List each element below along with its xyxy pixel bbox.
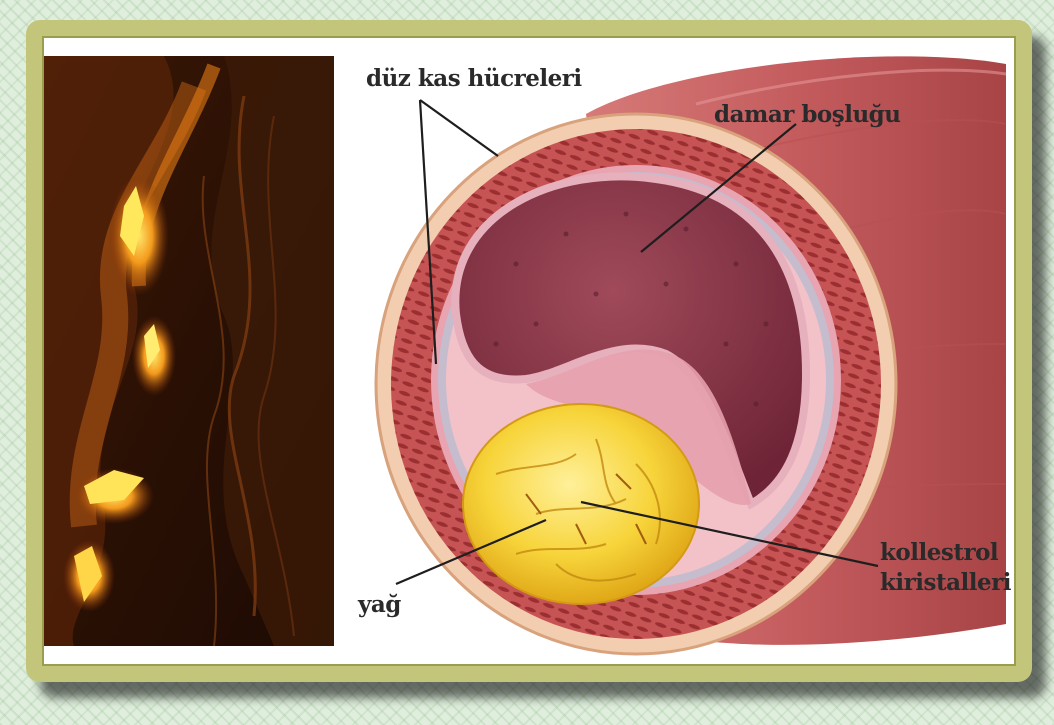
label-vessel-lumen: damar boşluğu xyxy=(714,101,900,128)
micrograph-photo xyxy=(44,56,334,646)
fat-plaque xyxy=(463,404,699,604)
label-cholesterol-line2: kiristalleri xyxy=(880,569,1012,596)
label-cholesterol-line1: kollestrol xyxy=(880,539,999,566)
artery-cross-section: düz kas hücreleri damar boşluğu yağ koll… xyxy=(336,44,1018,664)
label-smooth-muscle-cells: düz kas hücreleri xyxy=(366,65,582,92)
label-fat: yağ xyxy=(357,591,401,618)
